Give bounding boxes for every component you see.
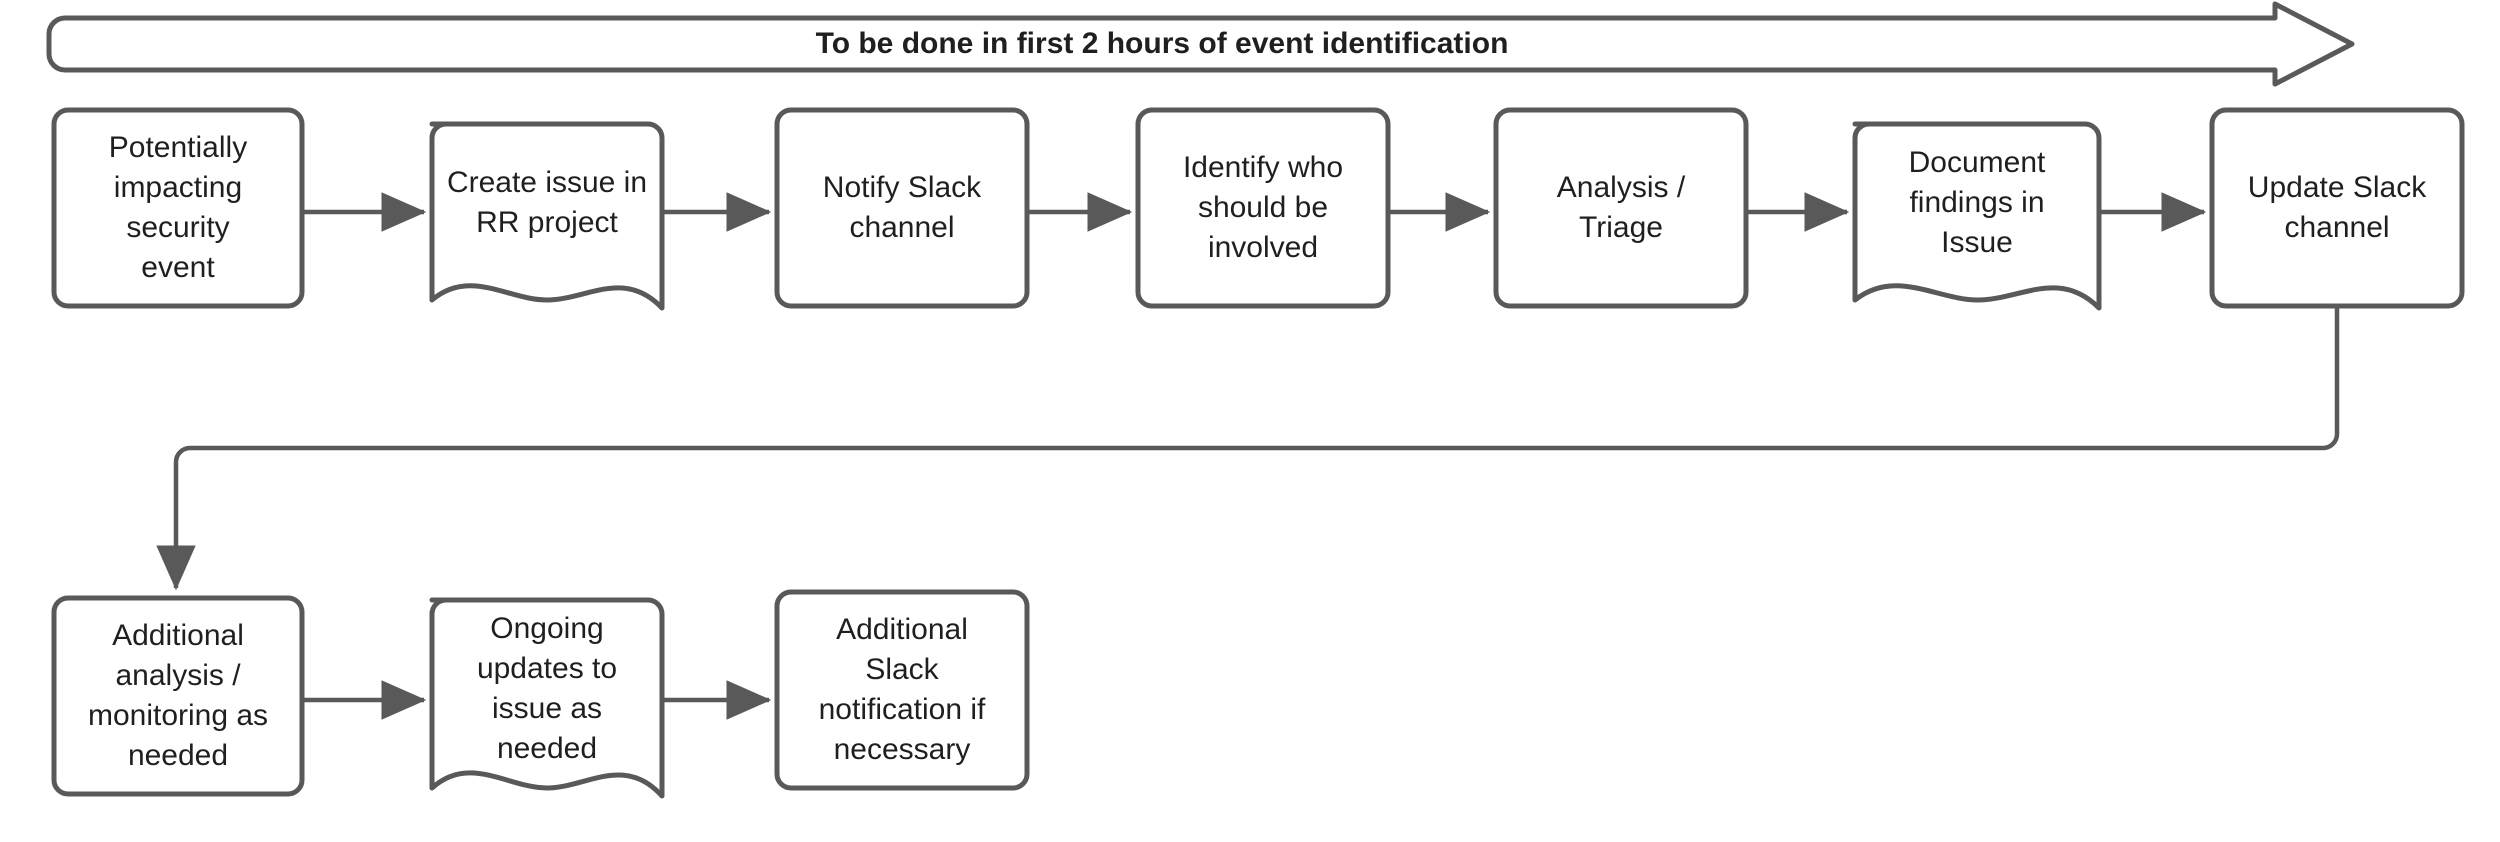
- node-shape-identify-who-should-be-involved[interactable]: [1135, 107, 1391, 309]
- node-update-slack-channel[interactable]: [2212, 110, 2462, 306]
- node-notify-slack-channel[interactable]: [777, 110, 1027, 306]
- banner-arrow-shape: [46, 1, 2355, 87]
- node-additional-analysis-monitoring-as-needed[interactable]: [54, 598, 302, 794]
- node-shape-create-issue-in-rr-project[interactable]: [429, 121, 665, 311]
- node-shape-notify-slack-channel[interactable]: [774, 107, 1030, 309]
- node-document-findings-in-issue[interactable]: [1855, 124, 2099, 308]
- connector-c7: [156, 308, 2340, 591]
- node-additional-slack-notification-if-necessary[interactable]: [777, 592, 1027, 788]
- node-ongoing-updates-to-issue-as-needed[interactable]: [432, 600, 662, 790]
- node-shape-additional-analysis-monitoring-as-needed[interactable]: [51, 595, 305, 797]
- node-shape-potentially-impacting-security-event[interactable]: [51, 107, 305, 309]
- node-identify-who-should-be-involved[interactable]: [1138, 110, 1388, 306]
- node-potentially-impacting-security-event[interactable]: [54, 110, 302, 306]
- node-shape-ongoing-updates-to-issue-as-needed[interactable]: [429, 597, 665, 799]
- node-analysis-triage[interactable]: [1496, 110, 1746, 306]
- banner-arrow[interactable]: [49, 4, 2352, 84]
- node-shape-additional-slack-notification-if-necessary[interactable]: [774, 589, 1030, 791]
- node-create-issue-in-rr-project[interactable]: [432, 124, 662, 308]
- node-shape-analysis-triage[interactable]: [1493, 107, 1749, 309]
- node-shape-update-slack-channel[interactable]: [2209, 107, 2465, 309]
- node-shape-document-findings-in-issue[interactable]: [1852, 121, 2102, 311]
